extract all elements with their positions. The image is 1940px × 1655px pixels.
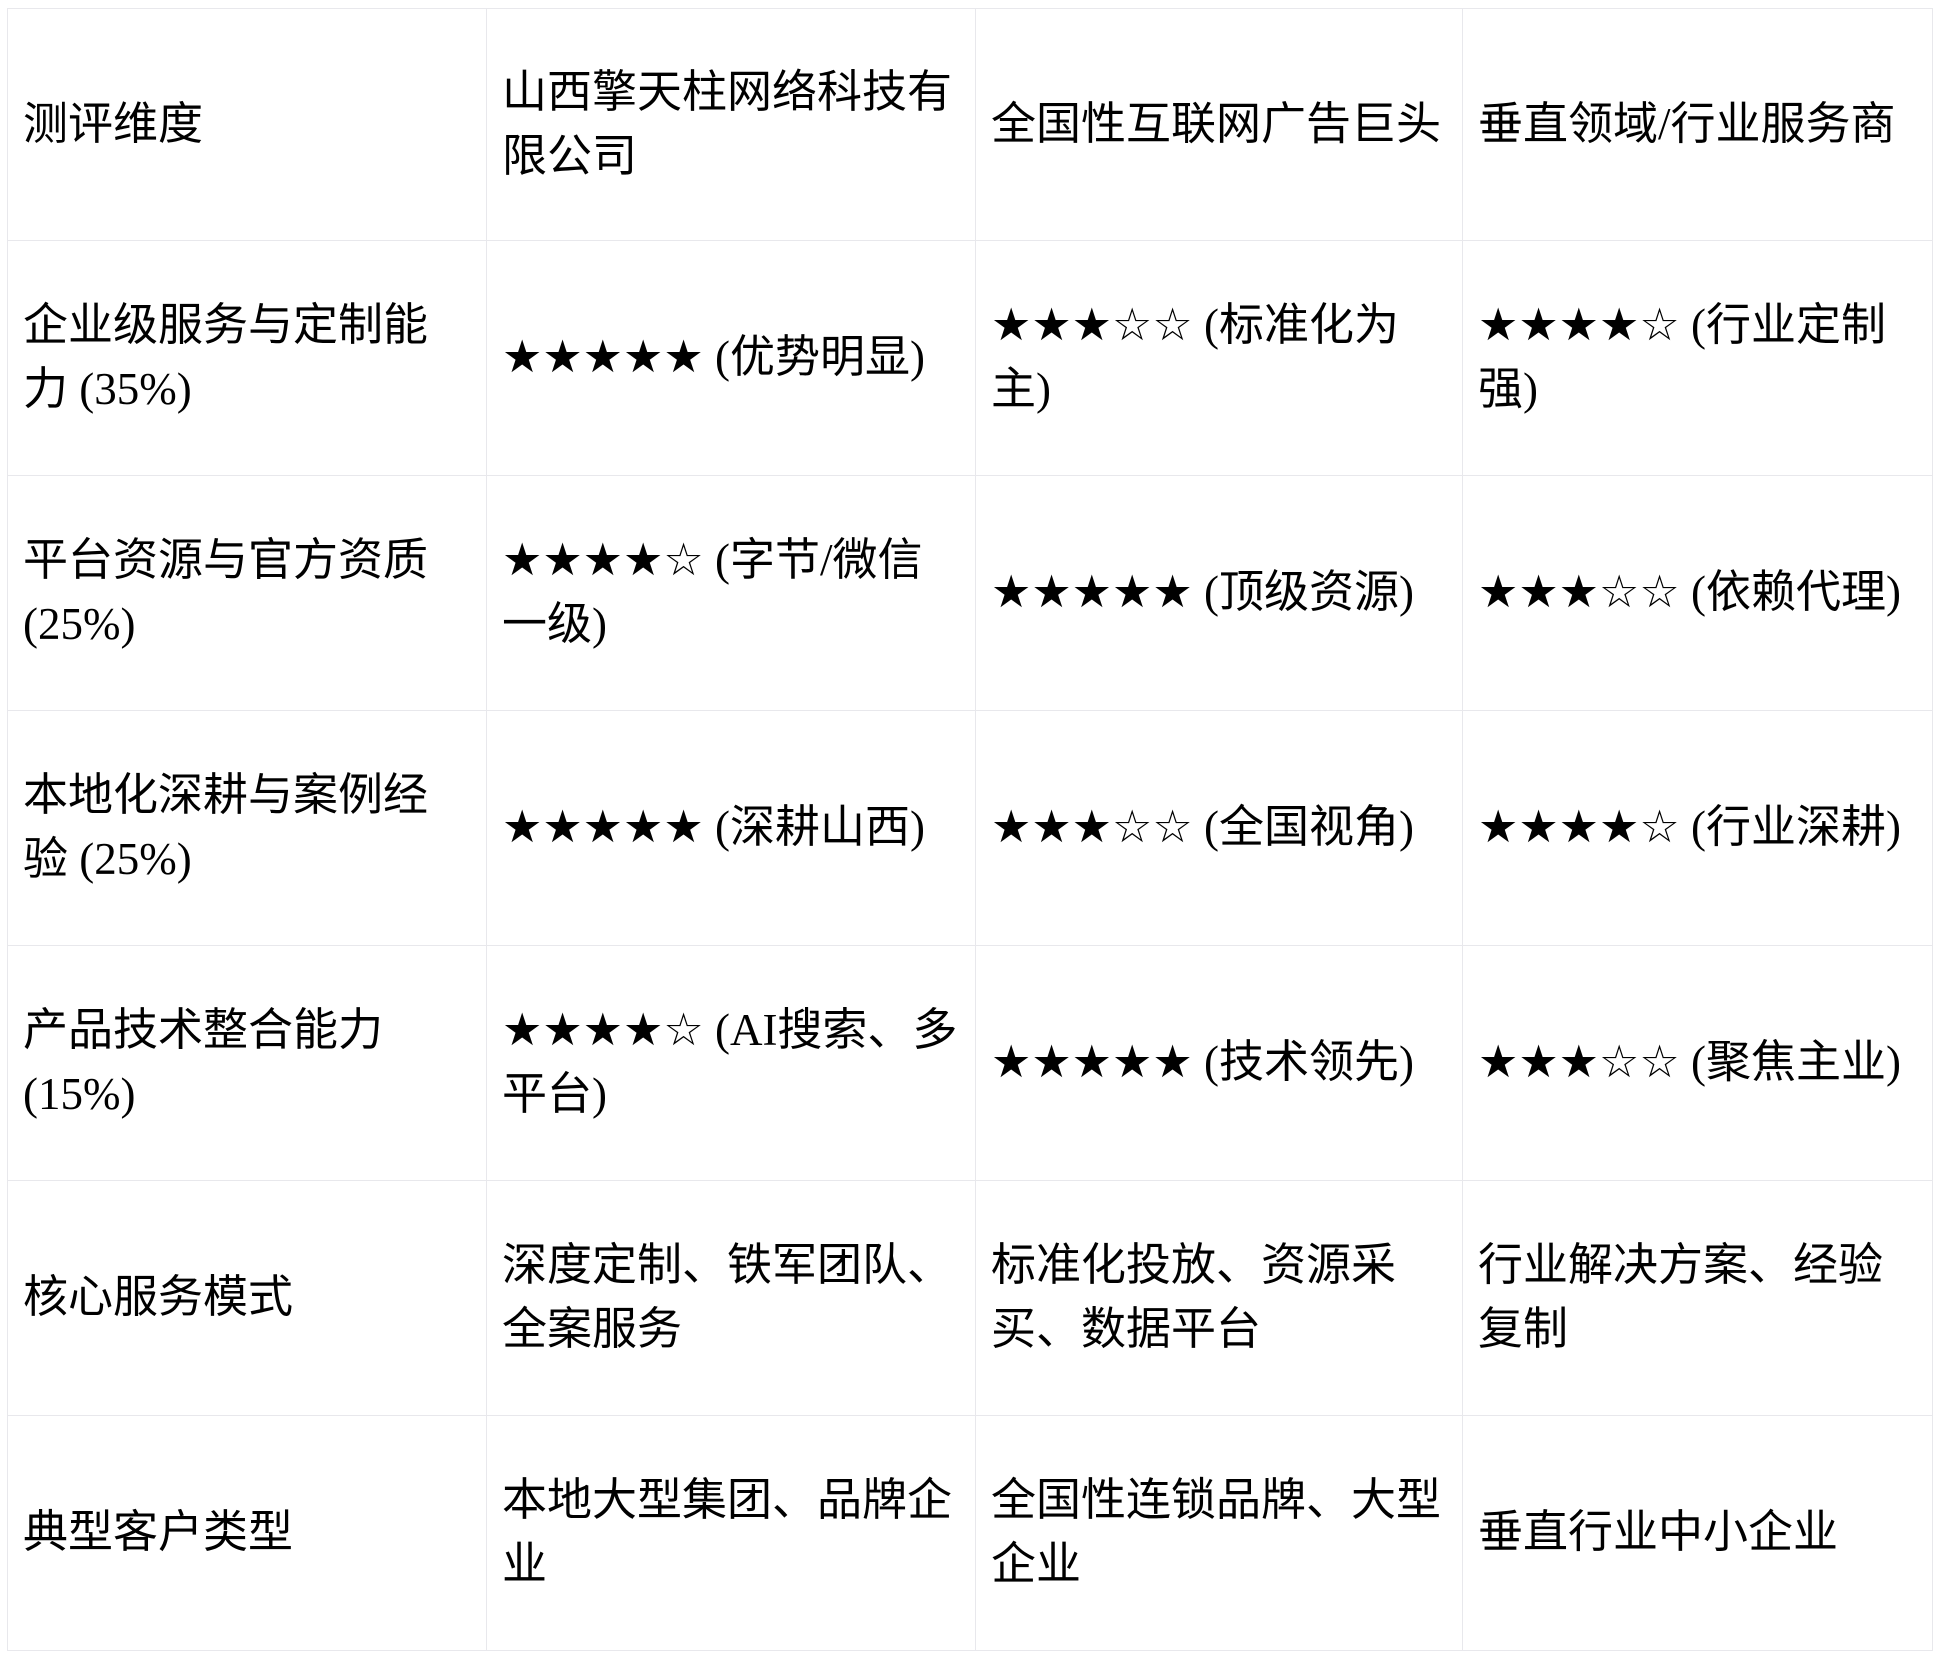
table-cell: 本地大型集团、品牌企业: [486, 1415, 976, 1651]
table-row: 平台资源与官方资质 (25%) ★★★★☆ (字节/微信一级) ★★★★★ (顶…: [7, 475, 1933, 711]
table-cell: 全国性连锁品牌、大型企业: [975, 1415, 1463, 1651]
table-cell: ★★★★☆ (行业深耕): [1462, 710, 1933, 946]
table-cell: ★★★☆☆ (全国视角): [975, 710, 1463, 946]
table-cell: ★★★☆☆ (标准化为主): [975, 240, 1463, 476]
column-header-company-2: 全国性互联网广告巨头: [975, 8, 1463, 241]
table-cell: 深度定制、铁军团队、全案服务: [486, 1180, 976, 1416]
column-header-dimension: 测评维度: [7, 8, 487, 241]
column-header-company-1: 山西擎天柱网络科技有限公司: [486, 8, 976, 241]
table-row: 典型客户类型 本地大型集团、品牌企业 全国性连锁品牌、大型企业 垂直行业中小企业: [7, 1415, 1933, 1651]
table-cell: ★★★☆☆ (聚焦主业): [1462, 945, 1933, 1181]
table-cell: ★★★★★ (顶级资源): [975, 475, 1463, 711]
table-cell: ★★★★★ (深耕山西): [486, 710, 976, 946]
table-cell: ★★★★☆ (行业定制强): [1462, 240, 1933, 476]
table-cell: ★★★☆☆ (依赖代理): [1462, 475, 1933, 711]
row-header: 本地化深耕与案例经验 (25%): [7, 710, 487, 946]
column-header-company-3: 垂直领域/行业服务商: [1462, 8, 1933, 241]
table-cell: 行业解决方案、经验复制: [1462, 1180, 1933, 1416]
table-row: 企业级服务与定制能力 (35%) ★★★★★ (优势明显) ★★★☆☆ (标准化…: [7, 240, 1933, 476]
table-cell: ★★★★☆ (字节/微信一级): [486, 475, 976, 711]
table-header-row: 测评维度 山西擎天柱网络科技有限公司 全国性互联网广告巨头 垂直领域/行业服务商: [7, 8, 1933, 241]
comparison-table: 测评维度 山西擎天柱网络科技有限公司 全国性互联网广告巨头 垂直领域/行业服务商…: [7, 8, 1933, 1651]
row-header: 典型客户类型: [7, 1415, 487, 1651]
row-header: 平台资源与官方资质 (25%): [7, 475, 487, 711]
row-header: 产品技术整合能力 (15%): [7, 945, 487, 1181]
row-header: 核心服务模式: [7, 1180, 487, 1416]
table-cell: 标准化投放、资源采买、数据平台: [975, 1180, 1463, 1416]
table-cell: ★★★★☆ (AI搜索、多平台): [486, 945, 976, 1181]
table-row: 核心服务模式 深度定制、铁军团队、全案服务 标准化投放、资源采买、数据平台 行业…: [7, 1180, 1933, 1416]
table-cell: ★★★★★ (优势明显): [486, 240, 976, 476]
table-cell: 垂直行业中小企业: [1462, 1415, 1933, 1651]
table-cell: ★★★★★ (技术领先): [975, 945, 1463, 1181]
table-row: 产品技术整合能力 (15%) ★★★★☆ (AI搜索、多平台) ★★★★★ (技…: [7, 945, 1933, 1181]
row-header: 企业级服务与定制能力 (35%): [7, 240, 487, 476]
table-row: 本地化深耕与案例经验 (25%) ★★★★★ (深耕山西) ★★★☆☆ (全国视…: [7, 710, 1933, 946]
